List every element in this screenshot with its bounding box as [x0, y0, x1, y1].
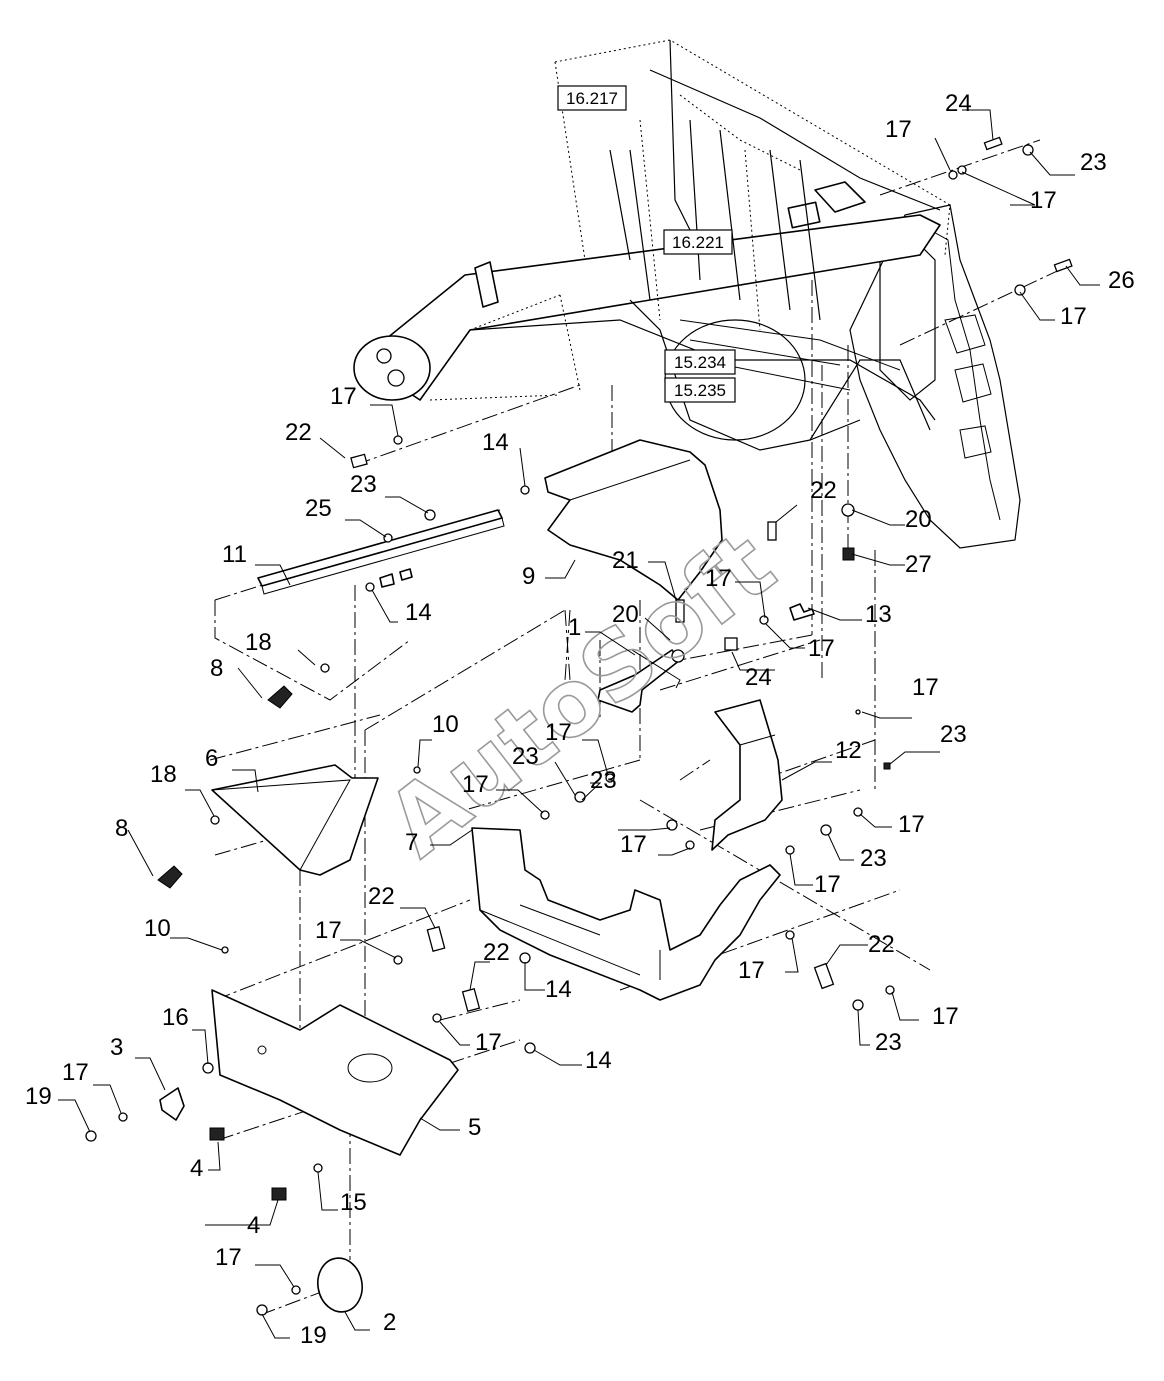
callout-6: 6 [205, 745, 218, 772]
callout-14: 14 [545, 976, 572, 1003]
callout-17: 17 [705, 565, 732, 592]
callout-20: 20 [905, 506, 932, 533]
callout-8: 8 [115, 815, 128, 842]
part-12-panel [711, 699, 783, 851]
callout-24: 24 [745, 664, 772, 691]
callout-17: 17 [912, 674, 939, 701]
callout-22: 22 [368, 883, 395, 910]
callout-17: 17 [898, 811, 925, 838]
callout-13: 13 [865, 601, 892, 628]
callout-17: 17 [475, 1029, 502, 1056]
part-3-bracket [159, 1087, 185, 1121]
callout-1: 1 [568, 614, 581, 641]
reference-label: 16.217 [566, 89, 618, 108]
reference-label: 15.235 [674, 381, 726, 400]
part-5-cover [211, 989, 459, 1156]
callout-3: 3 [110, 1034, 123, 1061]
callout-17: 17 [1060, 303, 1087, 330]
reference-label: 15.234 [674, 353, 726, 372]
callout-10: 10 [432, 711, 459, 738]
callout-14: 14 [405, 599, 432, 626]
reference-box-15-235: 15.235 [664, 377, 736, 403]
callout-16: 16 [162, 1004, 189, 1031]
callout-7: 7 [405, 829, 418, 856]
callout-23: 23 [350, 471, 377, 498]
callout-22: 22 [285, 419, 312, 446]
part-2-disc [317, 1257, 363, 1313]
callout-21: 21 [612, 547, 639, 574]
callout-10: 10 [144, 915, 171, 942]
callout-23: 23 [860, 845, 887, 872]
part-7-guard [471, 827, 781, 1001]
callout-17: 17 [620, 831, 647, 858]
callout-23: 23 [590, 767, 617, 794]
part-1-bracket [597, 649, 681, 713]
callout-19: 19 [25, 1083, 52, 1110]
reference-box-15-234: 15.234 [664, 349, 736, 375]
callout-17: 17 [330, 383, 357, 410]
callout-22: 22 [810, 477, 837, 504]
reference-label: 16.221 [672, 233, 724, 252]
callout-4: 4 [247, 1212, 260, 1239]
callout-2: 2 [383, 1309, 396, 1336]
callout-15: 15 [340, 1189, 367, 1216]
callout-23: 23 [512, 743, 539, 770]
part-13-clip [789, 603, 815, 621]
callout-24: 24 [945, 90, 972, 117]
callout-12: 12 [835, 737, 862, 764]
callout-23: 23 [875, 1029, 902, 1056]
callout-23: 23 [940, 721, 967, 748]
callout-14: 14 [585, 1047, 612, 1074]
reference-box-16-221: 16.221 [663, 229, 733, 255]
callout-18: 18 [245, 629, 272, 656]
callout-17: 17 [1030, 187, 1057, 214]
callout-22: 22 [483, 939, 510, 966]
callout-23: 23 [1080, 149, 1107, 176]
callout-17: 17 [315, 917, 342, 944]
callout-leaders [58, 109, 1100, 1339]
callout-17: 17 [885, 116, 912, 143]
callout-17: 17 [215, 1244, 242, 1271]
callout-17: 17 [462, 771, 489, 798]
callout-27: 27 [905, 551, 932, 578]
callout-9: 9 [522, 563, 535, 590]
callout-labels: 24 17 23 17 26 17 17 22 14 23 25 11 14 9… [25, 90, 1135, 1349]
callout-17: 17 [808, 635, 835, 662]
part-6-shield [211, 764, 379, 876]
callout-26: 26 [1108, 267, 1135, 294]
callout-17: 17 [545, 719, 572, 746]
callout-4: 4 [190, 1155, 203, 1182]
part-11-rail [257, 509, 505, 595]
callout-5: 5 [468, 1114, 481, 1141]
callout-17: 17 [814, 871, 841, 898]
callout-14: 14 [482, 429, 509, 456]
reference-box-16-217: 16.217 [557, 85, 627, 111]
callout-17: 17 [738, 957, 765, 984]
callout-17: 17 [62, 1059, 89, 1086]
callout-20: 20 [612, 601, 639, 628]
callout-25: 25 [305, 495, 332, 522]
callout-19: 19 [300, 1322, 327, 1349]
callout-18: 18 [150, 761, 177, 788]
callout-17: 17 [932, 1003, 959, 1030]
callout-22: 22 [868, 931, 895, 958]
callout-8: 8 [210, 655, 223, 682]
machine-frame [353, 39, 1021, 549]
callout-11: 11 [222, 541, 247, 568]
